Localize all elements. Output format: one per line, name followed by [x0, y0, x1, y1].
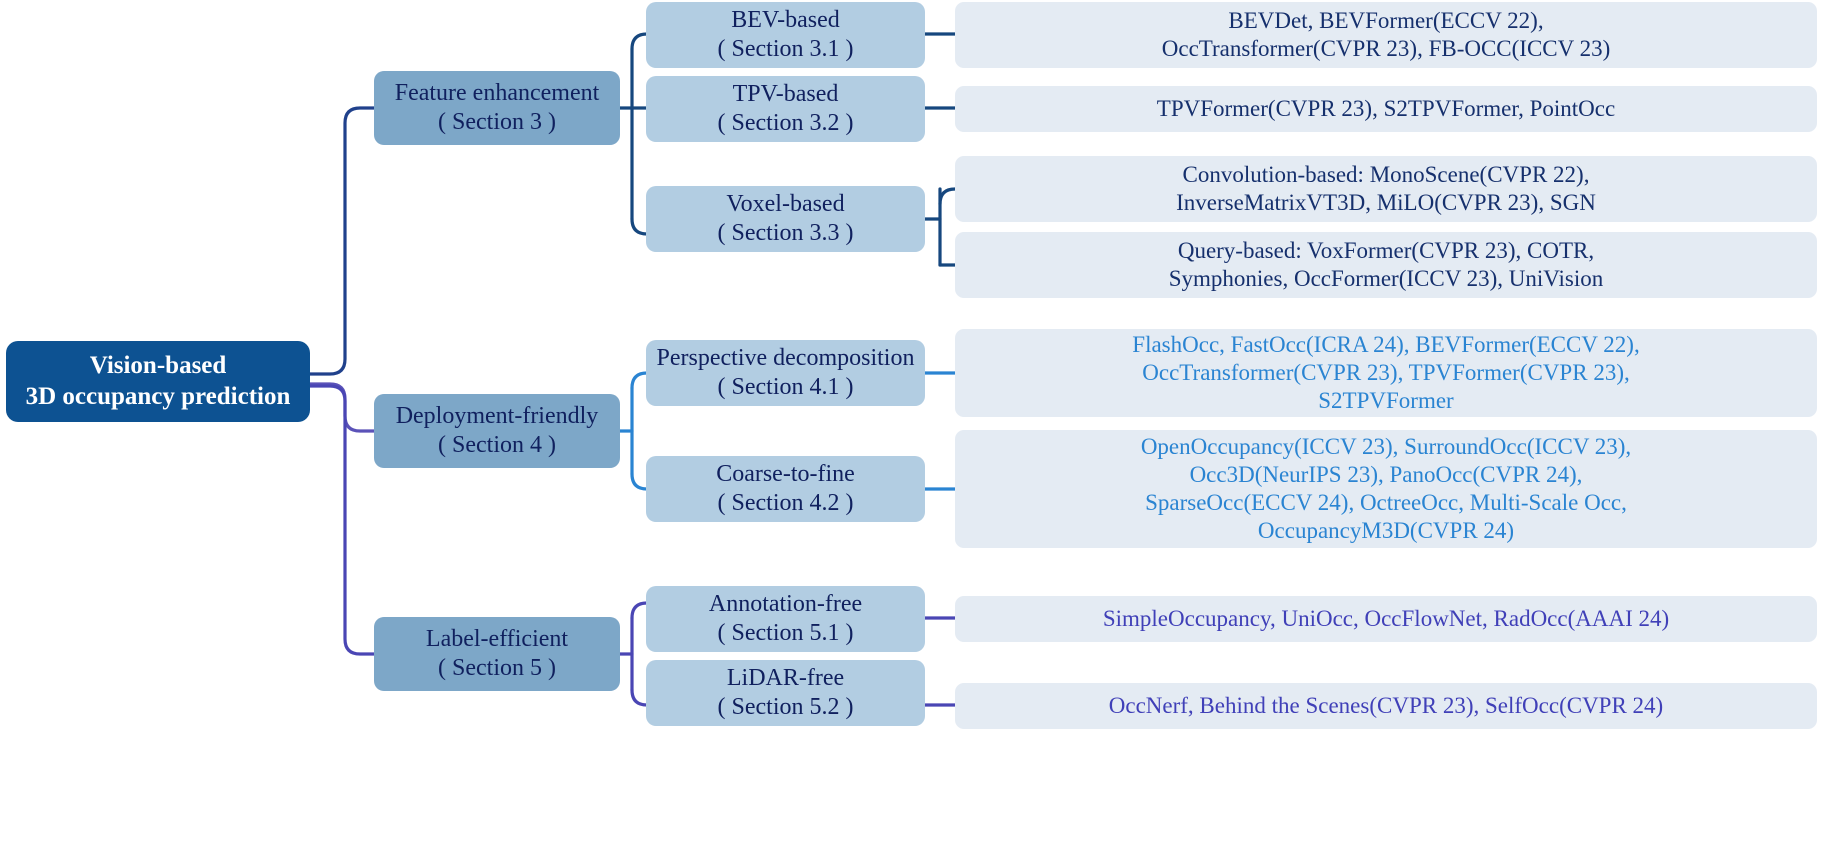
leaf-line: OccNerf, Behind the Scenes(CVPR 23), Sel… — [1108, 692, 1664, 718]
sub-section: ( Section 3.1 ) — [717, 36, 854, 62]
sub-perspective-decomposition[interactable]: Perspective decomposition ( Section 4.1 … — [646, 340, 925, 406]
sub-tpv-based[interactable]: TPV-based ( Section 3.2 ) — [646, 76, 925, 142]
sub-section: ( Section 4.2 ) — [717, 490, 854, 516]
category-section: ( Section 4 ) — [438, 432, 556, 458]
leaf-bev-methods: BEVDet, BEVFormer(ECCV 22), OccTransform… — [955, 2, 1817, 68]
sub-coarse-to-fine[interactable]: Coarse-to-fine ( Section 4.2 ) — [646, 456, 925, 522]
sub-bev-based[interactable]: BEV-based ( Section 3.1 ) — [646, 2, 925, 68]
category-title: Feature enhancement — [394, 79, 600, 106]
leaf-line: Symphonies, OccFormer(ICCV 23), UniVisio… — [1168, 266, 1604, 291]
category-deployment-friendly[interactable]: Deployment-friendly ( Section 4 ) — [374, 394, 620, 468]
leaf-tpv-methods: TPVFormer(CVPR 23), S2TPVFormer, PointOc… — [955, 86, 1817, 132]
leaf-line: InverseMatrixVT3D, MiLO(CVPR 23), SGN — [1176, 190, 1596, 215]
leaf-line: Occ3D(NeurIPS 23), PanoOcc(CVPR 24), — [1189, 461, 1583, 487]
sub-title: Annotation-free — [708, 590, 863, 617]
sub-title: BEV-based — [731, 6, 840, 33]
link-root-to-label-efficient — [308, 384, 376, 656]
category-title: Label-efficient — [425, 625, 569, 652]
leaf-lidar-free-methods: OccNerf, Behind the Scenes(CVPR 23), Sel… — [955, 683, 1817, 729]
link-root-to-deployment-friendly — [308, 382, 376, 433]
category-feature-enhancement[interactable]: Feature enhancement ( Section 3 ) — [374, 71, 620, 145]
sub-title: Coarse-to-fine — [716, 460, 855, 487]
root-node[interactable]: Vision-based 3D occupancy prediction — [6, 341, 310, 422]
root-title-line-1: Vision-based — [89, 352, 227, 379]
leaf-coarse-to-fine-methods: OpenOccupancy(ICCV 23), SurroundOcc(ICCV… — [955, 430, 1817, 548]
leaf-line: S2TPVFormer — [1318, 388, 1454, 414]
leaf-line: SparseOcc(ECCV 24), OctreeOcc, Multi-Sca… — [1145, 490, 1627, 515]
leaf-annotation-free-methods: SimpleOccupancy, UniOcc, OccFlowNet, Rad… — [955, 596, 1817, 642]
link-voxel-to-convolution — [938, 187, 957, 206]
category-section: ( Section 3 ) — [438, 109, 556, 135]
leaf-line: FlashOcc, FastOcc(ICRA 24), BEVFormer(EC… — [1132, 331, 1640, 357]
leaf-line: Convolution-based: MonoScene(CVPR 22), — [1182, 161, 1590, 187]
link-root-to-feature-enhancement — [308, 106, 376, 376]
leaf-line: OpenOccupancy(ICCV 23), SurroundOcc(ICCV… — [1140, 433, 1632, 459]
leaf-line: BEVDet, BEVFormer(ECCV 22), — [1228, 7, 1544, 33]
category-label-efficient[interactable]: Label-efficient ( Section 5 ) — [374, 617, 620, 691]
sub-section: ( Section 5.1 ) — [717, 620, 854, 646]
category-section: ( Section 5 ) — [438, 655, 556, 681]
leaf-line: Query-based: VoxFormer(CVPR 23), COTR, — [1177, 237, 1595, 263]
leaf-line: TPVFormer(CVPR 23), S2TPVFormer, PointOc… — [1156, 95, 1616, 121]
sub-title: Voxel-based — [726, 190, 845, 217]
sub-lidar-free[interactable]: LiDAR-free ( Section 5.2 ) — [646, 660, 925, 726]
sub-annotation-free[interactable]: Annotation-free ( Section 5.1 ) — [646, 586, 925, 652]
sub-section: ( Section 4.1 ) — [717, 374, 854, 400]
sub-section: ( Section 3.3 ) — [717, 220, 854, 246]
sub-voxel-based[interactable]: Voxel-based ( Section 3.3 ) — [646, 186, 925, 252]
leaf-line: OccupancyM3D(CVPR 24) — [1257, 518, 1515, 544]
leaf-perspective-methods: FlashOcc, FastOcc(ICRA 24), BEVFormer(EC… — [955, 329, 1817, 417]
leaf-voxel-convolution-methods: Convolution-based: MonoScene(CVPR 22), I… — [955, 156, 1817, 222]
leaf-line: OccTransformer(CVPR 23), TPVFormer(CVPR … — [1142, 359, 1630, 385]
sub-section: ( Section 5.2 ) — [717, 694, 854, 720]
leaf-voxel-query-methods: Query-based: VoxFormer(CVPR 23), COTR, S… — [955, 232, 1817, 298]
sub-section: ( Section 3.2 ) — [717, 110, 854, 136]
leaf-line: OccTransformer(CVPR 23), FB-OCC(ICCV 23) — [1161, 36, 1611, 61]
category-title: Deployment-friendly — [395, 402, 599, 429]
root-title-line-2: 3D occupancy prediction — [25, 382, 291, 410]
sub-title: TPV-based — [732, 80, 839, 107]
leaf-line: SimpleOccupancy, UniOcc, OccFlowNet, Rad… — [1102, 605, 1670, 631]
sub-title: Perspective decomposition — [656, 344, 915, 371]
sub-title: LiDAR-free — [726, 664, 845, 691]
